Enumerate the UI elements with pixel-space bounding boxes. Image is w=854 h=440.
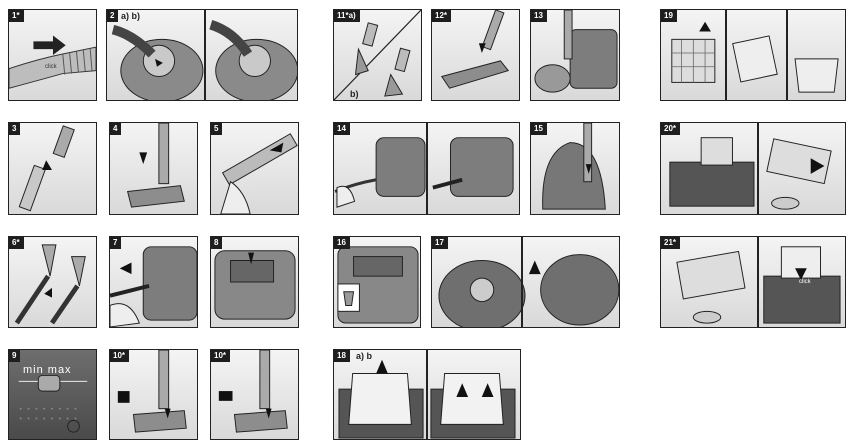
step-sub-label: a) b — [356, 351, 373, 361]
panel-7-cord-pull: 7 — [109, 236, 198, 328]
panel-divider — [521, 237, 523, 327]
panel-20-filter-remove: 20* — [660, 122, 846, 215]
arrow-icon — [528, 260, 541, 275]
vacuum-icon — [334, 137, 514, 208]
panel-2-hose-attach: 2 a) b) — [106, 9, 298, 101]
step-number: 18 — [334, 350, 350, 362]
nozzle-icon — [14, 244, 86, 325]
step-number: 17 — [432, 237, 448, 249]
panel-14-cord: 14 — [333, 122, 520, 215]
step-number: 20* — [661, 123, 681, 135]
panel-13-parking: 13 — [530, 9, 620, 101]
panel-3-tube: 3 — [8, 122, 97, 215]
panel-9-power-level: 9 min max — [8, 349, 97, 440]
vacuum-icon — [542, 123, 606, 210]
filter-icon — [669, 137, 832, 210]
step-number: 15 — [531, 123, 547, 135]
panel-21-filter-insert: 21* click — [660, 236, 846, 328]
panel-5-telescope: 5 — [210, 122, 299, 215]
arrow-icon — [44, 287, 53, 298]
bag-icon — [338, 359, 516, 439]
panel-divider — [786, 10, 788, 100]
vacuum-icon — [534, 10, 618, 93]
step-number: 16 — [334, 237, 350, 249]
panel-12-floor-nozzle: 12* — [431, 9, 520, 101]
nozzle-icon — [126, 123, 185, 208]
step-number: 21* — [661, 237, 681, 249]
panel-11-nozzles: 11*a) b) — [333, 9, 422, 101]
panel-divider — [757, 237, 759, 327]
step-number: 10* — [110, 350, 130, 362]
panel-8-power: 8 — [210, 236, 299, 328]
nozzle-icon — [334, 10, 421, 100]
panel-4-floor: 4 — [109, 122, 198, 215]
panel-divider — [757, 123, 759, 214]
arrow-icon — [269, 142, 284, 153]
arrow-icon — [164, 408, 171, 419]
panel-17-lid-open: 17 — [431, 236, 620, 328]
panel-18-bag-change: 18 a) b — [333, 349, 521, 440]
panel-10-carpet-setting: 10* — [109, 349, 198, 440]
step-number: 11*a) — [334, 10, 360, 22]
step-number: 13 — [531, 10, 547, 22]
step-number: 14 — [334, 123, 350, 135]
panel-19-filter: 19 — [660, 9, 846, 101]
arrow-icon — [248, 252, 255, 265]
step-number: 10* — [211, 350, 231, 362]
click-label: click — [45, 64, 57, 70]
hand-icon — [220, 133, 298, 214]
arrow-icon — [42, 160, 53, 170]
step-number: 4 — [110, 123, 122, 135]
vacuum-icon — [111, 19, 297, 100]
power-scale-label: min max — [23, 364, 72, 376]
step-number: 19 — [661, 10, 677, 22]
step-number: 9 — [9, 350, 21, 362]
arrow-icon — [155, 58, 163, 67]
arrow-icon — [795, 268, 807, 281]
nozzle-icon — [218, 350, 288, 433]
step-number: 3 — [9, 123, 21, 135]
arrow-icon — [119, 262, 132, 275]
arrow-icon — [478, 43, 486, 54]
arrow-icon — [33, 35, 66, 55]
panel-divider — [426, 350, 428, 439]
bag-icon — [337, 246, 419, 324]
step-number: 8 — [211, 237, 223, 249]
vacuum-icon — [438, 254, 619, 327]
panel-1-hose-connect: 1* click — [8, 9, 97, 101]
step-number: 6* — [9, 237, 24, 249]
panel-divider — [725, 10, 727, 100]
panel-15-carry: 15 — [530, 122, 620, 215]
filter-icon — [671, 21, 839, 93]
panel-10-hard-floor-setting: 10* — [210, 349, 299, 440]
vacuum-icon — [214, 250, 296, 320]
step-number: 1* — [9, 10, 24, 22]
panel-6-accessories: 6* — [8, 236, 97, 328]
arrow-icon — [376, 359, 388, 374]
step-sub-label: a) b) — [121, 11, 140, 21]
hose-icon — [18, 125, 75, 212]
panel-divider — [426, 123, 428, 214]
panel-divider — [204, 10, 206, 100]
arrow-icon — [265, 408, 272, 419]
vacuum-icon — [18, 374, 88, 433]
hose-icon — [9, 35, 96, 89]
nozzle-icon — [117, 350, 187, 433]
click-label: click — [799, 279, 811, 285]
arrow-icon — [810, 158, 825, 174]
vacuum-icon — [110, 246, 197, 327]
step-number: 2 — [107, 10, 119, 22]
arrow-icon — [139, 152, 148, 165]
step-number: 7 — [110, 237, 122, 249]
arrow-icon — [585, 164, 592, 174]
filter-icon — [676, 246, 841, 324]
arrow-icon — [699, 21, 711, 32]
nozzle-icon — [440, 10, 510, 89]
step-sub-label: b) — [350, 89, 359, 99]
step-number: 12* — [432, 10, 452, 22]
step-number: 5 — [211, 123, 223, 135]
panel-16-bag-indicator: 16 — [333, 236, 421, 328]
